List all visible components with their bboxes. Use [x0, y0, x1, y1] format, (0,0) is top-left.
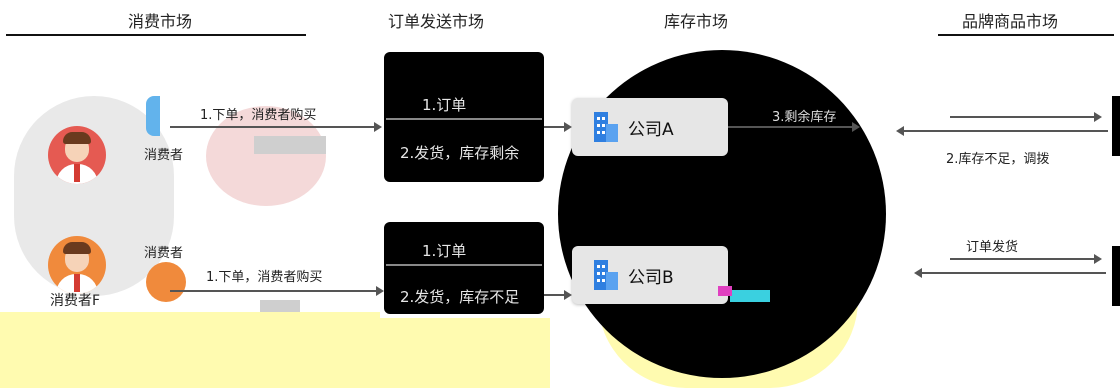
company-a-note: 3.剩余库存 [772, 110, 837, 125]
grey-band-top [254, 136, 326, 154]
header-inventory-market: 库存市场 [664, 12, 729, 31]
consumer-order-text-top: 1.下单，消费者购买 [200, 108, 317, 123]
order-box-bottom [384, 222, 544, 314]
order-step-1-top: 1.订单 [422, 96, 467, 114]
side-tab-blue [146, 96, 160, 136]
header-brand-market: 品牌商品市场 [962, 12, 1059, 31]
consumer-avatar-small [146, 262, 186, 302]
company-b-name: 公司B [628, 267, 674, 288]
arrow-company-a-right [728, 122, 860, 132]
header-consumer-market: 消费市场 [128, 12, 193, 31]
arrow-inventory-to-brand-top [950, 112, 1102, 122]
arrow-brand-to-inventory-top [896, 126, 1108, 136]
arrow-brand-to-inventory-bottom [914, 268, 1106, 278]
highlight-area-left [0, 312, 380, 388]
order-divider-top [386, 118, 542, 120]
highlight-area-mid [380, 318, 550, 388]
arrow-consumer-to-order-top [170, 122, 382, 132]
right-note-mid: 订单发货 [966, 240, 1019, 255]
company-a-card: 公司A [572, 98, 728, 156]
color-strip-magenta [718, 286, 732, 296]
right-note-top: 2.库存不足，调拨 [946, 152, 1050, 167]
order-step-1-bottom: 1.订单 [422, 242, 467, 260]
consumer-label-top: 消费者 [144, 148, 184, 163]
brand-marker-bottom [1112, 246, 1120, 306]
consumer-order-text-bottom: 1.下单，消费者购买 [206, 270, 323, 285]
building-icon [594, 260, 618, 290]
consumer-avatar-bottom [48, 236, 106, 294]
arrow-order-to-company-b [544, 290, 572, 300]
order-step-2-bottom: 2.发货，库存不足 [400, 288, 520, 306]
company-a-name: 公司A [628, 119, 674, 140]
header-underline-right [938, 34, 1114, 36]
arrow-order-to-company-a [544, 122, 572, 132]
arrow-consumer-to-order-bottom [170, 286, 384, 296]
consumer-label-mid: 消费者 [144, 246, 184, 261]
color-strip-cyan [730, 290, 770, 302]
order-divider-bottom [386, 264, 542, 266]
company-b-card: 公司B [572, 246, 728, 304]
order-step-2-top: 2.发货，库存剩余 [400, 144, 520, 162]
building-icon [594, 112, 618, 142]
header-underline-left [6, 34, 306, 36]
consumer-avatar-top [48, 126, 106, 184]
order-box-top [384, 52, 544, 182]
consumer-label-bottom: 消费者F [50, 293, 101, 309]
brand-marker-top [1112, 96, 1120, 156]
header-order-market: 订单发送市场 [388, 12, 485, 31]
consumer-blob-pink [206, 106, 326, 206]
arrow-inventory-to-brand-bottom [950, 254, 1102, 264]
